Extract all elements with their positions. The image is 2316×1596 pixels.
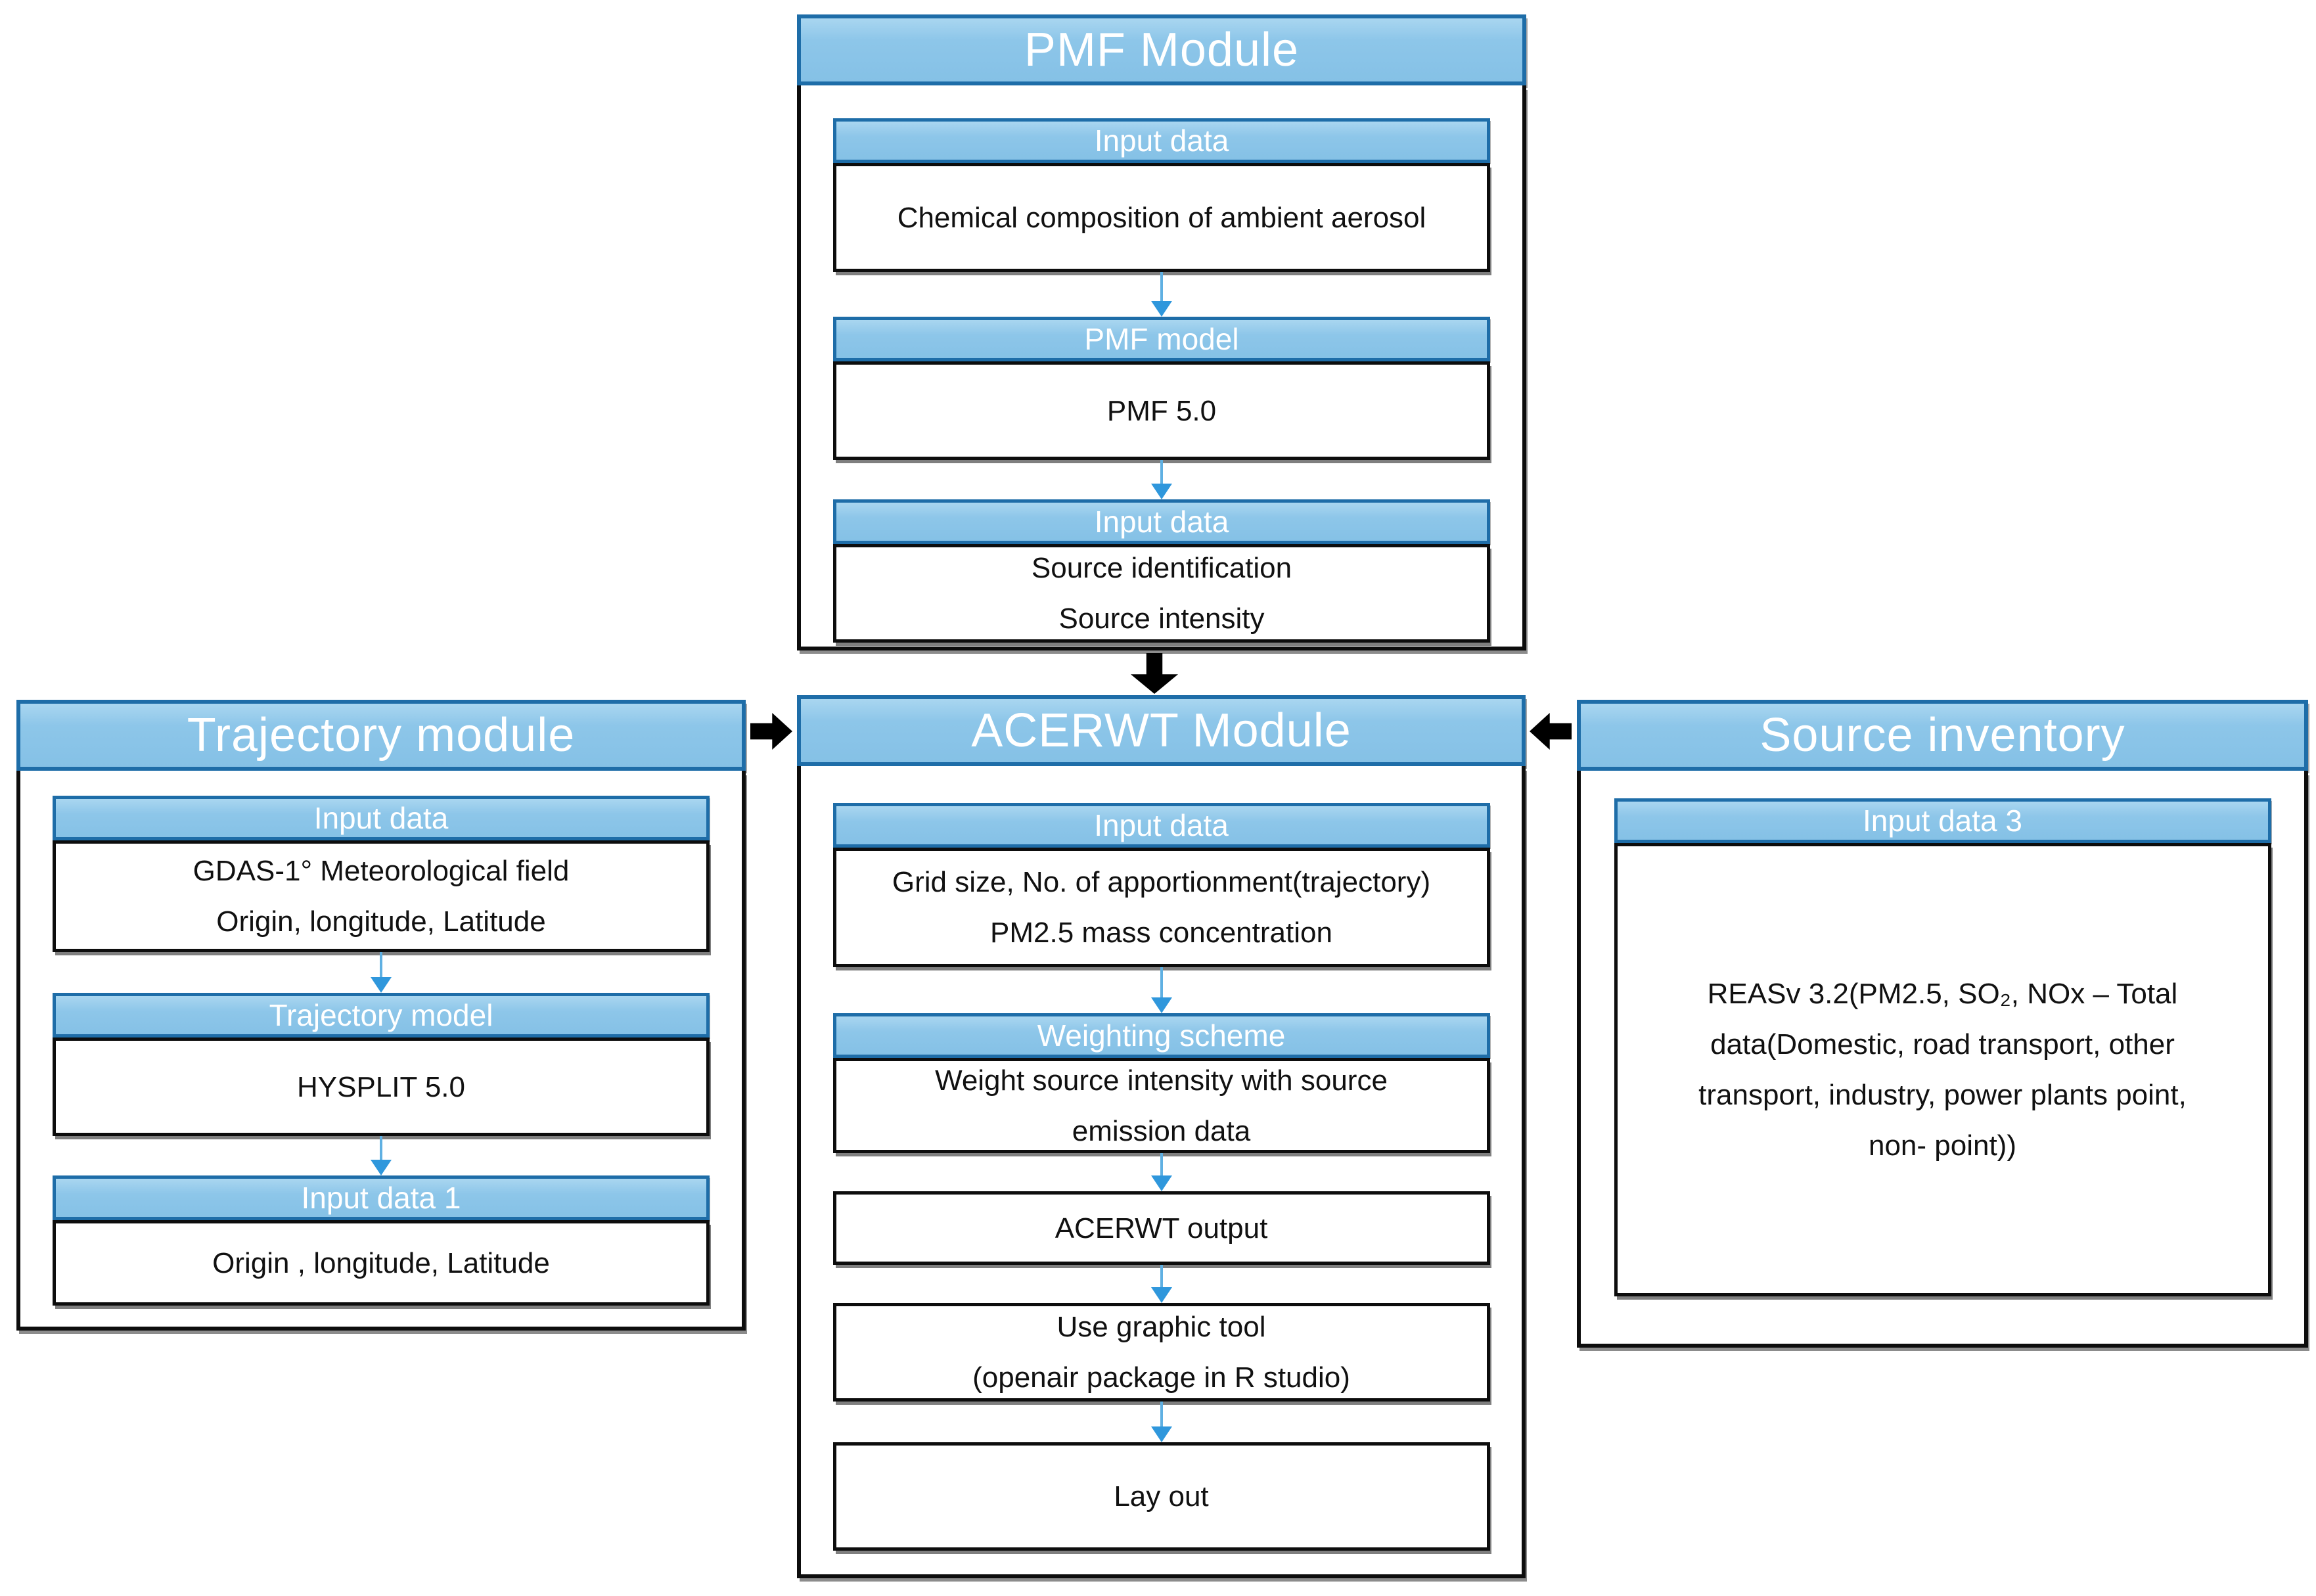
pmf-input-data-body: Chemical composition of ambient aerosol [833,163,1490,272]
pmf-model-header: PMF model [833,317,1490,361]
acerwt-input-data-body: Grid size, No. of apportionment(trajecto… [832,848,1490,967]
acerwt-weighting-scheme-body: Weight source intensity with source emis… [832,1058,1490,1153]
trajectory-input-data-header: Input data [53,796,710,840]
flow-arrow-down-icon [1148,460,1175,499]
source-inventory-to-acerwt-arrow-icon [1530,713,1572,750]
source-inventory-module: Source inventory Input data 3 REASv 3.2(… [1577,700,2308,1348]
flow-arrow-head [1150,1175,1172,1191]
flow-arrow-down-icon [1148,1265,1175,1303]
trajectory-model-block: Trajectory model HYSPLIT 5.0 [53,993,710,1136]
flow-arrow-line [1160,460,1163,484]
acerwt-input-data-body-text: Grid size, No. of apportionment(trajecto… [892,866,1431,949]
trajectory-model-body: HYSPLIT 5.0 [53,1037,710,1136]
pmf-input-data-body-text: Chemical composition of ambient aerosol [897,201,1426,234]
trajectory-model-body-text: HYSPLIT 5.0 [297,1070,465,1103]
acerwt-input-data-header-label: Input data [1094,808,1229,842]
flow-arrow-down-icon [368,1136,394,1175]
source-inventory-input-data-3-block: Input data 3 REASv 3.2(PM2.5, SO₂, NOx –… [1614,798,2271,1296]
pmf-output-header: Input data [833,499,1490,544]
flow-arrow-down-icon [368,952,394,993]
flow-arrow-head [1151,484,1172,499]
source-inventory-module-title: Source inventory [1577,700,2308,771]
trajectory-input-data-body-text: GDAS-1° Meteorological field Origin, lon… [193,855,570,938]
flow-arrow-down-icon [1148,1402,1175,1442]
pmf-module-title-label: PMF Module [1024,24,1300,76]
pmf-model-block: PMF model PMF 5.0 [833,317,1490,460]
flow-arrow-line [1160,272,1163,301]
trajectory-input-data-1-body: Origin , longitude, Latitude [53,1220,710,1306]
source-inventory-input-data-3-body-text: REASv 3.2(PM2.5, SO₂, NOx – Total data(D… [1698,978,2187,1162]
acerwt-layout-box-text: Lay out [1114,1480,1209,1513]
trajectory-input-data-block: Input data GDAS-1° Meteorological field … [53,796,710,952]
acerwt-graphic-tool-box-text: Use graphic tool (openair package in R s… [972,1311,1350,1394]
trajectory-module: Trajectory module Input data GDAS-1° Met… [16,700,746,1331]
source-inventory-module-body: Input data 3 REASv 3.2(PM2.5, SO₂, NOx –… [1577,771,2308,1348]
trajectory-input-data-header-label: Input data [313,801,449,835]
acerwt-module-body: Input data Grid size, No. of apportionme… [797,766,1526,1578]
source-inventory-input-data-3-header: Input data 3 [1614,798,2271,843]
acerwt-output-box-text: ACERWT output [1055,1212,1268,1244]
trajectory-model-header: Trajectory model [53,993,710,1037]
pmf-output-header-label: Input data [1094,505,1229,539]
pmf-output-block: Input data Source identification Source … [833,499,1490,643]
pmf-model-body-text: PMF 5.0 [1106,394,1217,427]
acerwt-module-title: ACERWT Module [797,695,1526,766]
trajectory-model-header-label: Trajectory model [269,998,493,1032]
pmf-to-acerwt-arrow-icon [1131,653,1178,694]
acerwt-weighting-scheme-block: Weighting scheme Weight source intensity… [832,1013,1490,1153]
flow-arrow-head [371,1160,392,1175]
flow-arrow-line [1160,967,1163,997]
trajectory-input-data-1-block: Input data 1 Origin , longitude, Latitud… [53,1175,710,1306]
trajectory-to-acerwt-arrow-icon [750,713,792,750]
acerwt-module: ACERWT Module Input data Grid size, No. … [797,695,1526,1578]
trajectory-module-title-label: Trajectory module [187,709,576,762]
source-inventory-module-title-label: Source inventory [1760,709,2125,762]
trajectory-input-data-1-body-text: Origin , longitude, Latitude [212,1246,550,1279]
flow-arrow-head [1150,1426,1172,1442]
flow-arrow-head [1151,301,1172,317]
source-inventory-input-data-3-header-label: Input data 3 [1863,804,2022,838]
acerwt-weighting-scheme-body-text: Weight source intensity with source emis… [935,1064,1388,1147]
flow-arrow-down-icon [1148,272,1175,317]
flow-arrow-head [371,977,392,993]
pmf-model-header-label: PMF model [1084,322,1239,356]
trajectory-input-data-body: GDAS-1° Meteorological field Origin, lon… [53,840,710,952]
flow-arrow-line [380,952,382,977]
flow-arrow-head [1150,997,1172,1013]
pmf-output-body: Source identification Source intensity [833,544,1490,643]
pmf-module: PMF Module Input data Chemical compositi… [797,14,1526,650]
acerwt-output-box: ACERWT output [832,1191,1490,1265]
flow-arrow-line [1160,1265,1163,1287]
trajectory-module-body: Input data GDAS-1° Meteorological field … [16,771,746,1331]
trajectory-input-data-1-header-label: Input data 1 [301,1181,461,1215]
flow-arrow-line [1160,1153,1163,1175]
trajectory-input-data-1-header: Input data 1 [53,1175,710,1220]
pmf-output-body-text: Source identification Source intensity [1031,552,1292,635]
acerwt-layout-box: Lay out [832,1442,1490,1551]
pmf-input-data-header: Input data [833,118,1490,163]
pmf-input-data-header-label: Input data [1094,124,1229,158]
acerwt-graphic-tool-box: Use graphic tool (openair package in R s… [832,1303,1490,1402]
source-inventory-input-data-3-body: REASv 3.2(PM2.5, SO₂, NOx – Total data(D… [1614,843,2271,1296]
acerwt-module-title-label: ACERWT Module [971,704,1351,757]
acerwt-weighting-scheme-header: Weighting scheme [832,1013,1490,1058]
acerwt-input-data-block: Input data Grid size, No. of apportionme… [832,803,1490,967]
pmf-module-title: PMF Module [797,14,1526,85]
flow-arrow-line [380,1136,382,1160]
acerwt-input-data-header: Input data [832,803,1490,848]
flow-arrow-head [1150,1287,1172,1303]
acerwt-weighting-scheme-header-label: Weighting scheme [1037,1018,1286,1053]
pmf-model-body: PMF 5.0 [833,361,1490,460]
pmf-input-data-block: Input data Chemical composition of ambie… [833,118,1490,272]
flow-arrow-down-icon [1148,967,1175,1013]
trajectory-module-title: Trajectory module [16,700,746,771]
pmf-module-body: Input data Chemical composition of ambie… [797,85,1526,650]
flow-arrow-down-icon [1148,1153,1175,1191]
flow-arrow-line [1160,1402,1163,1426]
